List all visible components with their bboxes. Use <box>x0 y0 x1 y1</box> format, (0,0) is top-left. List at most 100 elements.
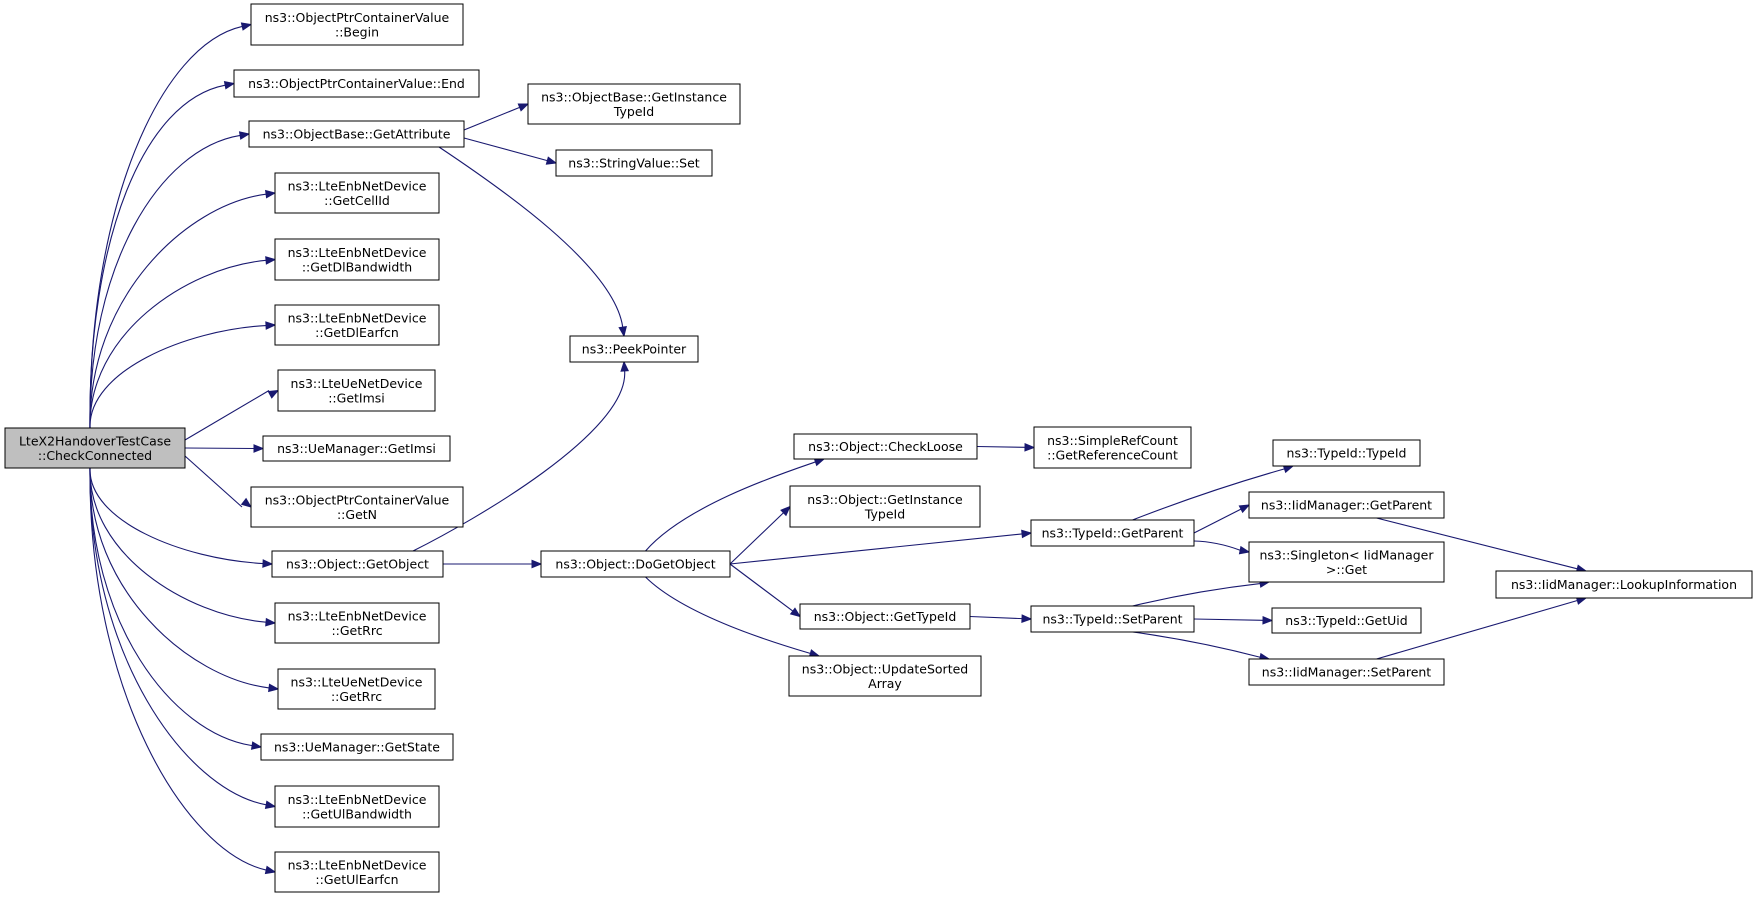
node-enb-dlbw[interactable]: ns3::LteEnbNetDevice::GetDlBandwidth <box>274 238 440 281</box>
node-box <box>262 435 451 462</box>
edge-line <box>1132 631 1261 658</box>
edge-arrowhead <box>1262 615 1274 625</box>
node-tid-getparent[interactable]: ns3::TypeId::GetParent <box>1030 519 1195 547</box>
edge-line <box>89 84 226 429</box>
node-obj-checkloose[interactable]: ns3::Object::CheckLoose <box>793 433 978 460</box>
edge-root-to-ob-getattr <box>89 131 251 429</box>
node-sv-set[interactable]: ns3::StringValue::Set <box>555 149 713 177</box>
node-enb-ulbw[interactable]: ns3::LteEnbNetDevice::GetUlBandwidth <box>274 785 440 828</box>
edge-line <box>729 533 1023 565</box>
node-src-getrefcount[interactable]: ns3::SimpleRefCount::GetReferenceCount <box>1033 426 1192 469</box>
node-opcv-getn[interactable]: ns3::ObjectPtrContainerValue::GetN <box>250 486 464 528</box>
node-obj-gettypeid[interactable]: ns3::Object::GetTypeId <box>799 603 971 630</box>
edge-tid-getparent-to-tid-typeid <box>1132 464 1295 521</box>
node-label: ::GetCellId <box>324 193 390 208</box>
edge-line <box>89 467 267 806</box>
node-enb-ulearfcn[interactable]: ns3::LteEnbNetDevice::GetUlEarfcn <box>274 851 440 893</box>
node-uem-imsi[interactable]: ns3::UeManager::GetImsi <box>262 435 451 462</box>
node-box <box>274 602 440 644</box>
node-label: ns3::IidManager::GetParent <box>1261 498 1432 513</box>
node-iid-lookup[interactable]: ns3::IidManager::LookupInformation <box>1495 570 1753 599</box>
edge-obj-gettypeid-to-tid-setparent <box>969 614 1033 623</box>
node-opcv-begin[interactable]: ns3::ObjectPtrContainerValue::Begin <box>250 3 464 46</box>
node-enb-dlearfcn[interactable]: ns3::LteEnbNetDevice::GetDlEarfcn <box>274 304 440 346</box>
node-label: ns3::LteEnbNetDevice <box>288 310 427 325</box>
edge-line <box>89 324 267 429</box>
edge-line <box>969 615 1023 620</box>
node-label: ::GetDlEarfcn <box>315 325 399 340</box>
node-box <box>233 69 480 98</box>
node-label: TypeId <box>613 104 654 119</box>
node-tid-setparent[interactable]: ns3::TypeId::SetParent <box>1030 605 1195 633</box>
edge-obj-dogetobject-to-obj-updatesorted <box>645 576 821 658</box>
edge-root-to-enb-ulearfcn <box>89 467 277 875</box>
node-box <box>274 851 440 893</box>
edge-line <box>1132 468 1285 521</box>
node-label: ::GetImsi <box>328 390 385 405</box>
node-enb-cellid[interactable]: ns3::LteEnbNetDevice::GetCellId <box>274 172 440 214</box>
node-enb-rrc[interactable]: ns3::LteEnbNetDevice::GetRrc <box>274 602 440 644</box>
node-tid-typeid[interactable]: ns3::TypeId::TypeId <box>1272 439 1421 467</box>
node-label: ns3::Object::GetInstance <box>807 492 963 507</box>
node-label: ns3::LteEnbNetDevice <box>288 178 427 193</box>
node-iid-getparent[interactable]: ns3::IidManager::GetParent <box>1248 491 1445 519</box>
node-root[interactable]: LteX2HandoverTestCase::CheckConnected <box>4 427 186 469</box>
edge-arrowhead <box>265 256 277 265</box>
node-label: ns3::ObjectPtrContainerValue::End <box>248 76 465 91</box>
node-ue-rrc[interactable]: ns3::LteUeNetDevice::GetRrc <box>277 668 436 710</box>
edge-line <box>1376 599 1578 660</box>
edge-root-to-enb-dlearfcn <box>89 321 277 429</box>
node-label: ns3::Singleton< IidManager <box>1259 547 1434 562</box>
edge-obj-checkloose-to-src-getrefcount <box>976 442 1036 452</box>
node-peek[interactable]: ns3::PeekPointer <box>569 335 699 363</box>
node-obj-getobject[interactable]: ns3::Object::GetObject <box>271 550 444 578</box>
edge-arrowhead <box>265 189 277 199</box>
node-opcv-end[interactable]: ns3::ObjectPtrContainerValue::End <box>233 69 480 98</box>
edge-line <box>645 461 816 552</box>
node-label: ns3::Object::GetObject <box>286 557 429 572</box>
node-label: ns3::TypeId::GetUid <box>1285 613 1407 628</box>
edge-arrowhead <box>813 457 826 467</box>
node-label: ns3::LteEnbNetDevice <box>288 857 427 872</box>
edge-line <box>184 390 270 441</box>
node-label: Array <box>868 676 902 691</box>
edge-root-to-enb-dlbw <box>89 256 277 429</box>
nodes-layer: LteX2HandoverTestCase::CheckConnectedns3… <box>4 3 1753 893</box>
node-tid-getuid[interactable]: ns3::TypeId::GetUid <box>1271 607 1422 634</box>
edge-arrowhead <box>789 607 802 618</box>
edge-arrowhead <box>780 505 791 517</box>
node-iid-setparent[interactable]: ns3::IidManager::SetParent <box>1248 658 1445 686</box>
node-box <box>793 433 978 460</box>
edge-arrowhead <box>267 389 280 399</box>
node-box <box>274 238 440 281</box>
node-box <box>569 335 699 363</box>
edge-root-to-uem-state <box>89 467 263 750</box>
node-box <box>555 149 713 177</box>
node-box <box>1248 541 1445 583</box>
node-label: ns3::LteEnbNetDevice <box>288 245 427 260</box>
node-uem-state[interactable]: ns3::UeManager::GetState <box>260 733 454 761</box>
node-box <box>4 427 186 469</box>
node-obj-dogetobject[interactable]: ns3::Object::DoGetObject <box>540 550 731 578</box>
node-singleton-get[interactable]: ns3::Singleton< IidManager>::Get <box>1248 541 1445 583</box>
node-ue-imsi[interactable]: ns3::LteUeNetDevice::GetImsi <box>277 369 436 412</box>
edge-tid-getparent-to-iid-getparent <box>1193 504 1251 534</box>
node-label: ns3::StringValue::Set <box>568 156 699 171</box>
edge-line <box>1132 583 1261 607</box>
node-ob-getattr[interactable]: ns3::ObjectBase::GetAttribute <box>248 120 465 148</box>
edge-line <box>184 447 255 450</box>
edge-ob-getattr-to-peek <box>438 146 627 338</box>
node-label: ns3::IidManager::SetParent <box>1262 665 1432 680</box>
edge-root-to-opcv-end <box>89 81 236 429</box>
edge-line <box>89 134 241 429</box>
edge-root-to-uem-imsi <box>184 444 265 453</box>
edge-arrowhead <box>268 683 280 693</box>
node-box <box>1272 439 1421 467</box>
node-box <box>274 785 440 828</box>
node-box <box>248 120 465 148</box>
edge-arrowhead <box>531 559 543 569</box>
